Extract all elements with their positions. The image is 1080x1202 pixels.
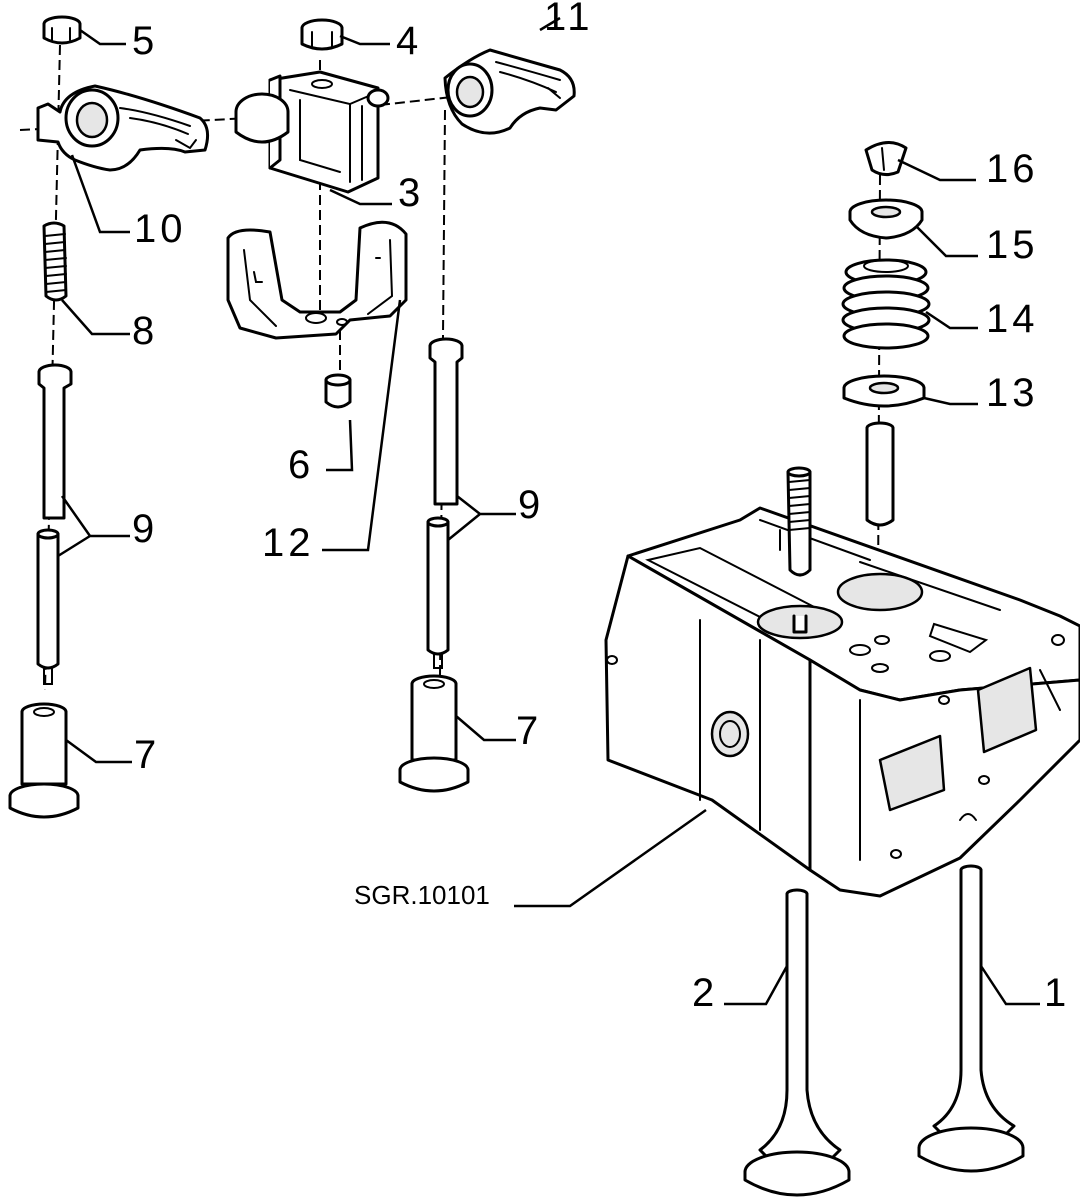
callout-8: 8 — [132, 309, 158, 353]
callout-9-right: 9 — [518, 483, 544, 527]
valve-cotter-part-16 — [864, 141, 908, 177]
valve-spring-part-14 — [841, 258, 931, 350]
spring-retainer-part-15 — [848, 198, 924, 240]
callout-13: 13 — [986, 371, 1039, 415]
nut-part-5 — [42, 15, 82, 45]
callout-16: 16 — [986, 147, 1039, 191]
tappet-part-7-right — [398, 674, 470, 793]
callout-6: 6 — [288, 443, 314, 487]
callout-15: 15 — [986, 223, 1039, 267]
callout-10: 10 — [134, 207, 187, 251]
adjuster-part-6 — [324, 373, 352, 409]
spring-seat-part-13 — [842, 374, 926, 408]
tappet-part-7-left — [8, 702, 80, 819]
bracket-part-12 — [226, 220, 408, 340]
leader-lines — [57, 16, 1040, 1006]
callout-3: 3 — [398, 171, 424, 215]
callout-1: 1 — [1044, 971, 1070, 1015]
valve-guide — [865, 421, 895, 527]
nut-part-4 — [300, 18, 344, 51]
rocker-arm-part-11 — [443, 48, 576, 135]
push-rod-part-9-left — [36, 363, 73, 685]
valve-part-1 — [917, 864, 1025, 1173]
callout-7-left: 7 — [134, 733, 160, 777]
reference-code: SGR.10101 — [354, 880, 490, 910]
callout-11: 11 — [544, 0, 594, 39]
callout-labels: 5 4 11 3 10 8 9 6 12 9 7 7 16 15 14 13 2… — [132, 0, 1070, 1015]
cylinder-head — [604, 466, 1080, 898]
valve-part-2 — [743, 888, 851, 1197]
callout-5: 5 — [132, 19, 158, 63]
adjusting-screw-part-8 — [42, 221, 68, 302]
push-rod-part-9-right — [426, 337, 464, 669]
rocker-arm-part-10 — [36, 84, 210, 172]
callout-2: 2 — [692, 971, 718, 1015]
callout-4: 4 — [396, 19, 422, 63]
callout-14: 14 — [986, 297, 1039, 341]
callout-7-right: 7 — [516, 709, 542, 753]
callout-12: 12 — [262, 521, 315, 565]
rocker-support-part-3 — [234, 70, 390, 194]
callout-9-left: 9 — [132, 507, 158, 551]
